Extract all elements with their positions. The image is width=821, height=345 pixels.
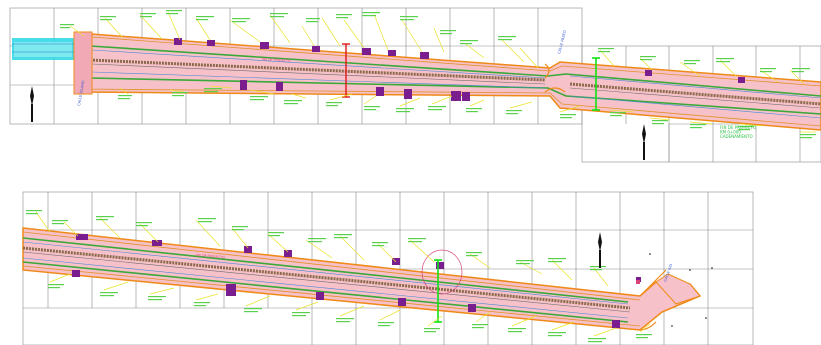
- end-project-note: FIN DE PROYECTO KM 0+000 CADENAMIENTO: [720, 125, 756, 139]
- survey-points: [636, 253, 713, 327]
- structures-top: [174, 38, 745, 101]
- plan-sheet-bottom: EJE DE PROYECTO CALLE RIO: [22, 191, 754, 345]
- svg-text:FIN DE PROYECTO: FIN DE PROYECTO: [720, 125, 756, 130]
- section-cut-bottom: [434, 259, 442, 323]
- callout-text-top: [60, 10, 816, 139]
- street-label-rio: CALLE RIO: [663, 263, 673, 282]
- svg-text:CADENAMIENTO: CADENAMIENTO: [720, 134, 753, 139]
- street-label-island-top: CALLE ISLAND: [77, 80, 85, 106]
- road-corridor-bottom: [22, 227, 702, 331]
- callout-text-bottom: [26, 210, 652, 343]
- structures-bottom: [72, 234, 641, 328]
- approach-road-cyan: [12, 38, 74, 60]
- north-arrow-icon: [642, 124, 646, 160]
- centerline-label-top: EJE DE PROYECTO: [262, 57, 291, 63]
- street-label-paseo: CALLE PASEO: [557, 30, 567, 55]
- callouts-top: [69, 11, 816, 133]
- callouts-bottom: [35, 211, 651, 337]
- north-arrow-icon: [598, 232, 602, 268]
- svg-text:KM 0+000: KM 0+000: [720, 130, 741, 135]
- north-arrow-icon: [30, 86, 34, 122]
- road-corridor-top: [73, 31, 821, 131]
- plan-sheet-top: CALLE ISLAND CALLE PASEO EJE DE PROYECTO…: [9, 7, 821, 163]
- centerline-label-bottom: EJE DE PROYECTO: [196, 253, 225, 260]
- section-cuts-top: [342, 43, 600, 111]
